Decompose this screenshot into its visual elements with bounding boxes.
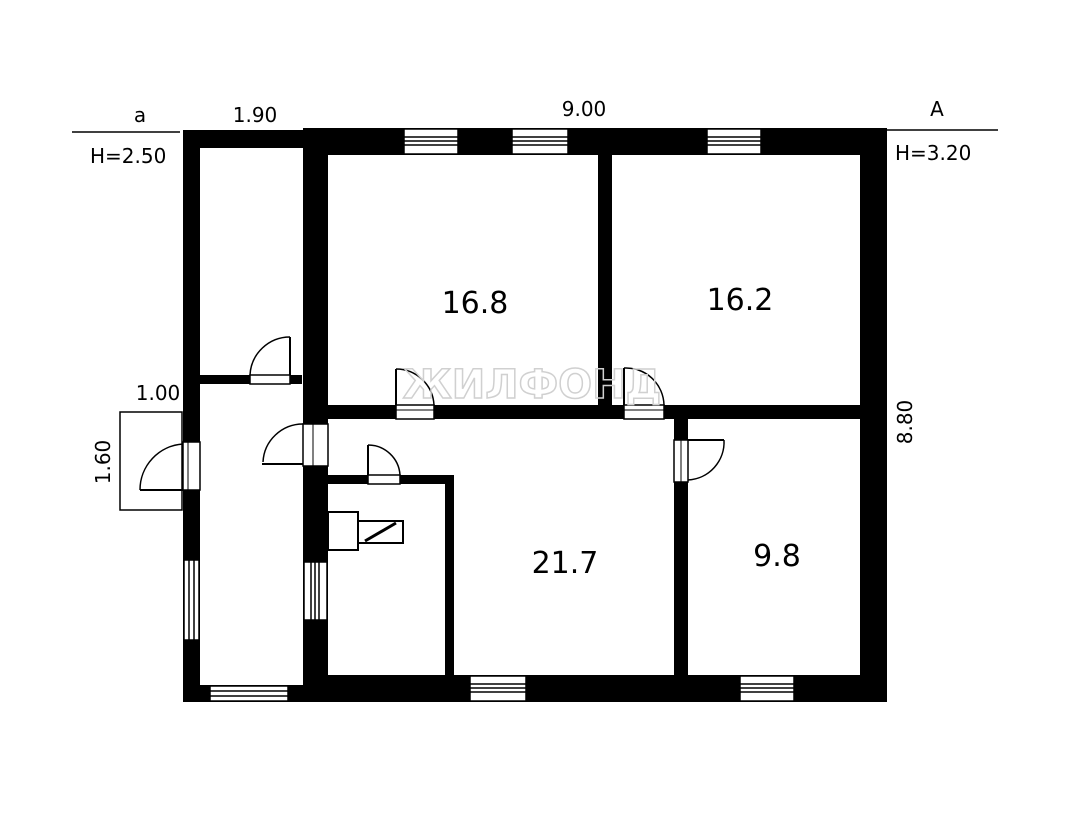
main-width-dimension: 9.00 [562, 97, 607, 121]
window-bottom-annex [209, 685, 289, 702]
walls [183, 128, 887, 702]
door-room-2 [623, 367, 665, 420]
annex-letter: а [134, 103, 146, 127]
window-top-3 [706, 128, 762, 155]
watermark-logo: ЖИЛФОНД [403, 362, 661, 408]
main-bottom-wall [303, 675, 887, 702]
window-top-1 [403, 128, 459, 155]
windows [183, 128, 795, 702]
nook-right-wall [445, 475, 454, 680]
main-top-wall [303, 128, 887, 155]
door-room-4 [673, 439, 725, 483]
door-annex-storage [249, 336, 291, 385]
porch-width-dimension: 1.00 [136, 381, 181, 405]
door-room-1 [395, 368, 435, 420]
door-corridor-main [262, 423, 329, 467]
window-annex-left [183, 559, 200, 641]
doors [139, 336, 725, 491]
porch-depth-dimension: 1.60 [91, 440, 115, 485]
partition-horizontal [303, 405, 887, 419]
annex-width-dimension: 1.90 [233, 103, 278, 127]
annex-left-wall [183, 130, 200, 702]
porch-outline [119, 411, 183, 511]
room-2-area: 16.2 [707, 283, 774, 318]
room-1-area: 16.8 [442, 286, 509, 321]
annex-top-wall [183, 130, 303, 148]
window-bottom-3 [739, 675, 795, 702]
room-4-area: 9.8 [753, 539, 801, 574]
window-main-left [303, 561, 328, 621]
window-top-2 [511, 128, 569, 155]
main-letter: А [930, 97, 944, 121]
window-bottom-2 [469, 675, 527, 702]
stove-symbol [327, 511, 404, 551]
annex-height: Н=2.50 [90, 144, 166, 168]
partition-room1-room2 [598, 150, 612, 415]
room-3-area: 21.7 [532, 546, 599, 581]
door-porch-entry [139, 441, 201, 491]
door-nook [367, 444, 401, 485]
main-height: Н=3.20 [895, 141, 971, 165]
main-depth-dimension: 8.80 [893, 400, 917, 445]
